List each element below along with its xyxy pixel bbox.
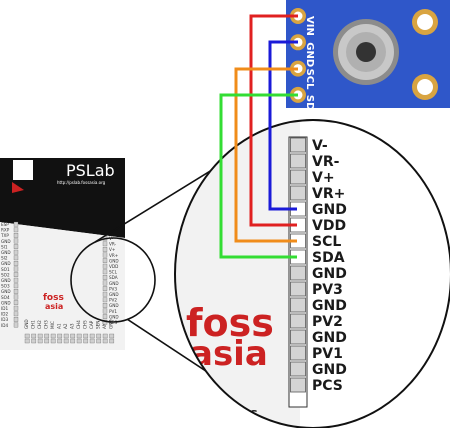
- zoom-pin-socket: [290, 169, 306, 185]
- right-pin-label: SDA: [109, 275, 118, 280]
- zoom-pin-label: SCL: [312, 234, 341, 250]
- zoom-pin-label: GND: [312, 298, 347, 314]
- wire-sda-sda: [219, 93, 298, 259]
- bottom-pin-label: CH5: [83, 320, 88, 329]
- zoom-pin-label: PV3: [312, 282, 343, 298]
- bottom-pin-label: A2: [63, 323, 68, 329]
- zoom-pin-socket: [290, 377, 306, 393]
- sensor-board: VIN GND SCL SDA: [286, 0, 450, 118]
- left-pin-label: GND: [1, 300, 11, 305]
- wire-gnd-gnd: [268, 40, 298, 211]
- bottom-pin-label: CH2: [37, 320, 42, 329]
- left-pin-label: SI2: [1, 256, 8, 261]
- zoom-pin-socket: [290, 297, 306, 313]
- right-pin-label: VR+: [109, 253, 119, 258]
- zoom-pin-socket: [290, 185, 306, 201]
- sensor-pin-label: VIN: [304, 16, 315, 36]
- board-body: [0, 222, 125, 350]
- right-pin-label: GND: [109, 314, 119, 319]
- right-pin-label: VDD: [109, 264, 118, 269]
- right-pin-label: SCL: [109, 270, 118, 275]
- zoom-pin-label: PV1: [312, 346, 343, 362]
- left-pin-label: SO4: [1, 295, 10, 300]
- zoom-pin-socket: [290, 329, 306, 345]
- right-pin-label: GND: [109, 258, 119, 263]
- zoom-pin-socket: [290, 265, 306, 281]
- board-logo-mark: [12, 182, 24, 193]
- left-pin-label: SO3: [1, 284, 10, 289]
- zoom-pin-label: GND: [312, 330, 347, 346]
- wire-scl-scl: [234, 67, 298, 243]
- right-pin-label: V+: [109, 247, 116, 252]
- right-pin-label: GND: [109, 281, 119, 286]
- zoom-pin-socket: [290, 345, 306, 361]
- left-pin-label: GND: [1, 239, 11, 244]
- zoom-pin-label: V+: [312, 170, 335, 186]
- right-pin-label: VR-: [109, 242, 117, 247]
- zoom-pin-label: PV2: [312, 314, 343, 330]
- left-pin-label: ID4: [1, 323, 8, 328]
- zoom-logo-foss: foss: [186, 301, 274, 345]
- left-pin-label: ID3: [1, 317, 8, 322]
- sensor-pin-label: SCL: [304, 69, 315, 91]
- bottom-pin-label: CH1: [31, 320, 36, 329]
- left-pin-label: GND: [1, 289, 11, 294]
- bottom-pin-label: MIC: [50, 321, 55, 329]
- zoom-pin-label: GND: [312, 266, 347, 282]
- left-pin-label: SO1: [1, 267, 10, 272]
- board-logo-box: [13, 160, 33, 180]
- bottom-pin-label: A3: [70, 323, 75, 329]
- left-pin-label: ESP: [1, 222, 9, 227]
- left-pin-header: ESPRXPTXPGNDSI1GNDSI2GNDSO1SO2GNDSO3GNDS…: [0, 221, 19, 328]
- left-pin-label: RXP: [1, 228, 10, 233]
- left-pin-label: SI1: [1, 244, 8, 249]
- left-pin-label: GND: [1, 278, 11, 283]
- board-url: http://pslab.fossasia.org: [57, 180, 106, 185]
- wires: [219, 14, 298, 259]
- bottom-pin-label: CH3: [44, 320, 49, 329]
- zoom-pin-socket: [290, 153, 306, 169]
- bottom-pin-label: A1: [57, 323, 62, 329]
- sensor-window: [356, 42, 376, 62]
- right-pin-label: PV1: [109, 309, 117, 314]
- zoom-pin-socket: [290, 313, 306, 329]
- left-pin-label: SO2: [1, 272, 10, 277]
- bottom-pin-label: CH4: [76, 320, 81, 329]
- sensor-pin-label: GND: [304, 42, 315, 67]
- zoom-pin-label: VR+: [312, 186, 345, 202]
- right-pin-label: PV3: [109, 286, 117, 291]
- zoom-pin-label: V-: [312, 138, 328, 154]
- zoom-pin-label: GND: [312, 362, 347, 378]
- zoom-pin-socket: [290, 137, 306, 153]
- right-pin-label: PV2: [109, 298, 117, 303]
- left-pin-label: GND: [1, 250, 11, 255]
- zoom-circle: foss asia S V-VR-V+VR+GNDVDDSCLSDAGNDPV3…: [174, 119, 450, 428]
- zoom-pin-label: SDA: [312, 250, 345, 266]
- left-pin-label: ID2: [1, 312, 8, 317]
- zoom-pin-label: PCS: [312, 378, 343, 394]
- bottom-pin-label: SEN: [96, 321, 101, 329]
- bottom-pin-label: GND: [24, 319, 29, 329]
- left-pin-label: ID1: [1, 306, 8, 311]
- wire-vin-vdd: [249, 14, 298, 227]
- magnifier-circle-small: [70, 237, 156, 323]
- zoom-pin-socket: [290, 361, 306, 377]
- zoom-pin-label: VDD: [312, 218, 346, 234]
- zoom-pin-header: V-VR-V+VR+GNDVDDSCLSDAGNDPV3GNDPV2GNDPV1…: [288, 136, 347, 408]
- right-pin-label: GND: [109, 292, 119, 297]
- sensor-pin-label: SDA: [304, 95, 315, 119]
- zoom-pin-socket: [290, 281, 306, 297]
- left-pin-label: TXP: [0, 233, 9, 238]
- left-pin-label: GND: [1, 261, 11, 266]
- board-title: PSLab: [66, 161, 115, 180]
- board-logo-foss: foss: [43, 293, 64, 303]
- zoom-pin-label: GND: [312, 202, 347, 218]
- zoom-pin-label: VR-: [312, 154, 340, 170]
- bottom-pin-label: CAP: [89, 320, 94, 329]
- bottom-pin-label: GND: [109, 319, 114, 329]
- right-pin-label: GND: [109, 303, 119, 308]
- board-logo-asia: asia: [45, 302, 63, 311]
